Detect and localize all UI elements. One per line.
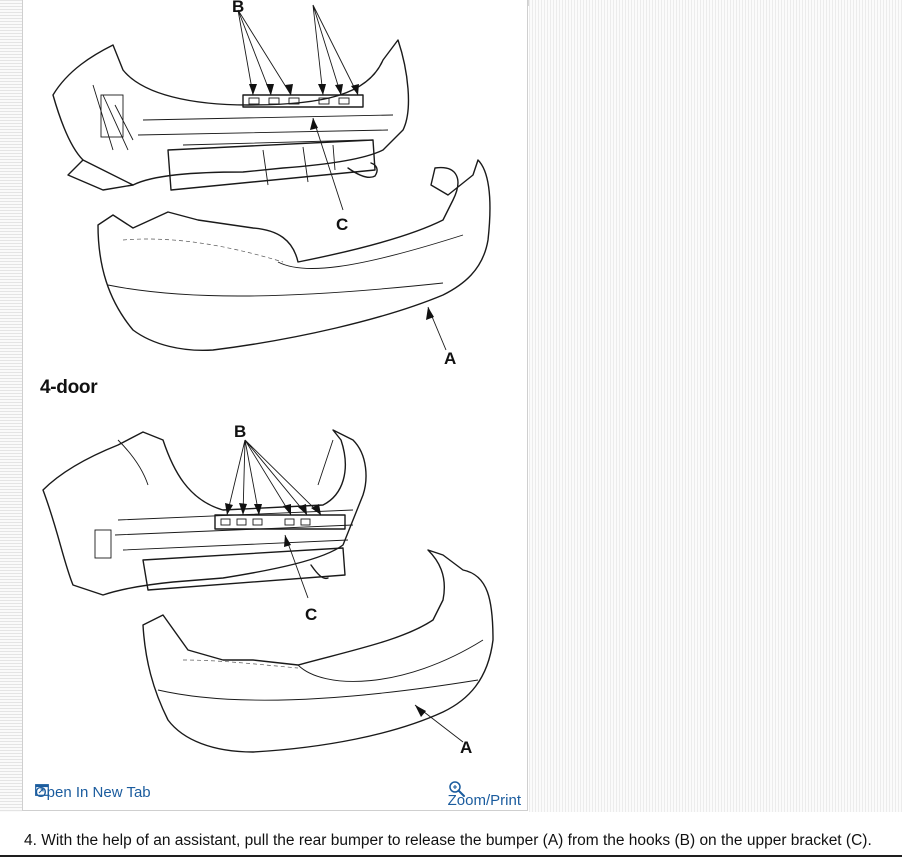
step-instruction-text: 4. With the help of an assistant, pull t… — [24, 832, 872, 849]
caption-divider — [0, 855, 902, 857]
bottom-bumper-a — [142, 549, 494, 753]
callout-a-top: A — [444, 349, 456, 368]
figure-panel: B C A — [22, 0, 528, 811]
callout-a-bottom: A — [460, 738, 472, 757]
magnifier-icon — [448, 781, 465, 797]
callout-c-top: C — [336, 215, 348, 234]
top-callout-lines — [237, 4, 447, 351]
bumper-illustration: B C A — [42, 0, 494, 757]
zoom-print-label: Zoom/Print — [447, 792, 521, 809]
callout-b-top: B — [232, 0, 244, 16]
zoom-print-link[interactable]: Zoom/Print — [448, 780, 521, 809]
top-vehicle-rear — [52, 39, 410, 191]
top-bumper-a — [97, 159, 491, 352]
page-right-margin — [529, 0, 902, 812]
bottom-callout-lines — [225, 439, 464, 743]
bottom-vehicle-rear — [42, 429, 367, 596]
open-in-new-tab-link[interactable]: Open In New Tab — [35, 784, 151, 801]
figure-link-bar: Open In New Tab Zoom/Print — [23, 780, 527, 809]
callout-b-bottom: B — [234, 422, 246, 441]
callout-c-bottom: C — [305, 605, 317, 624]
open-in-new-tab-icon — [35, 784, 49, 796]
open-in-new-tab-label: Open In New Tab — [35, 784, 151, 801]
section-label-4-door: 4-door — [40, 377, 98, 398]
page-left-margin — [0, 0, 22, 812]
